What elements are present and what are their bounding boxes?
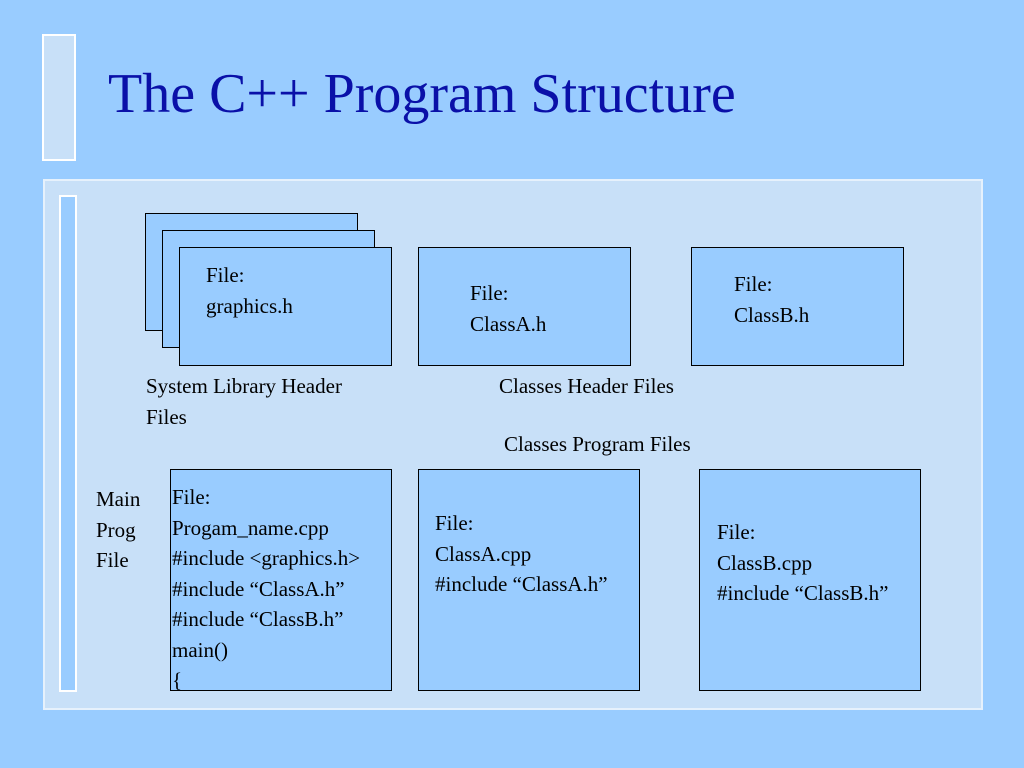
classb-cpp-text: File: ClassB.cpp #include “ClassB.h”	[717, 517, 888, 609]
classa-cpp-line-1: File:	[435, 511, 474, 535]
graphics-h-line-1: File:	[206, 263, 245, 287]
main-cpp-line-7: {	[172, 668, 183, 692]
main-cpp-line-5: #include “ClassB.h”	[172, 607, 344, 631]
classb-cpp-line-3: #include “ClassB.h”	[717, 581, 889, 605]
classa-h-box: File: ClassA.h	[418, 247, 631, 366]
system-library-line-2: Files	[146, 404, 187, 429]
main-cpp-line-4: #include “ClassA.h”	[172, 576, 345, 601]
classa-h-line-1: File:	[470, 281, 509, 305]
main-prog-line-2: Prog	[96, 517, 136, 542]
graphics-h-box: File: graphics.h	[179, 247, 392, 366]
classa-cpp-line-2: ClassA.cpp	[435, 541, 532, 566]
classb-h-text: File: ClassB.h	[734, 269, 809, 330]
title-accent-bar	[42, 34, 76, 161]
classb-h-box: File: ClassB.h	[691, 247, 904, 366]
classa-h-line-2: ClassA.h	[470, 311, 547, 336]
main-cpp-line-1: File:	[172, 485, 211, 509]
main-cpp-line-3: #include <graphics.h>	[172, 546, 361, 570]
main-prog-line-1: Main	[96, 487, 141, 511]
classb-cpp-line-1: File:	[717, 520, 756, 544]
classa-cpp-line-3: #include “ClassA.h”	[435, 572, 608, 596]
classa-h-text: File: ClassA.h	[470, 278, 546, 339]
classes-header-label: Classes Header Files	[499, 374, 674, 398]
classb-cpp-line-2: ClassB.cpp	[717, 550, 813, 575]
system-library-line-1: System Library Header	[146, 374, 342, 398]
classa-cpp-text: File: ClassA.cpp #include “ClassA.h”	[435, 508, 608, 600]
classa-cpp-box: File: ClassA.cpp #include “ClassA.h”	[418, 469, 640, 691]
panel-accent-bar	[59, 195, 77, 692]
system-library-label: System Library Header Files	[146, 371, 342, 432]
main-cpp-line-6: main()	[172, 637, 228, 662]
classb-cpp-box: File: ClassB.cpp #include “ClassB.h”	[699, 469, 921, 691]
main-prog-line-3: File	[96, 548, 129, 572]
main-prog-label: Main Prog File	[96, 484, 140, 576]
main-cpp-box: File: Progam_name.cpp #include <graphics…	[170, 469, 392, 692]
classb-h-line-1: File:	[734, 272, 773, 296]
classb-h-line-2: ClassB.h	[734, 302, 810, 327]
main-cpp-line-2: Progam_name.cpp	[172, 515, 329, 540]
slide-title: The C++ Program Structure	[108, 63, 736, 125]
main-cpp-text: File: Progam_name.cpp #include <graphics…	[172, 482, 360, 696]
classes-program-label: Classes Program Files	[504, 432, 691, 456]
graphics-h-line-2: graphics.h	[206, 293, 293, 318]
graphics-h-text: File: graphics.h	[206, 260, 293, 321]
